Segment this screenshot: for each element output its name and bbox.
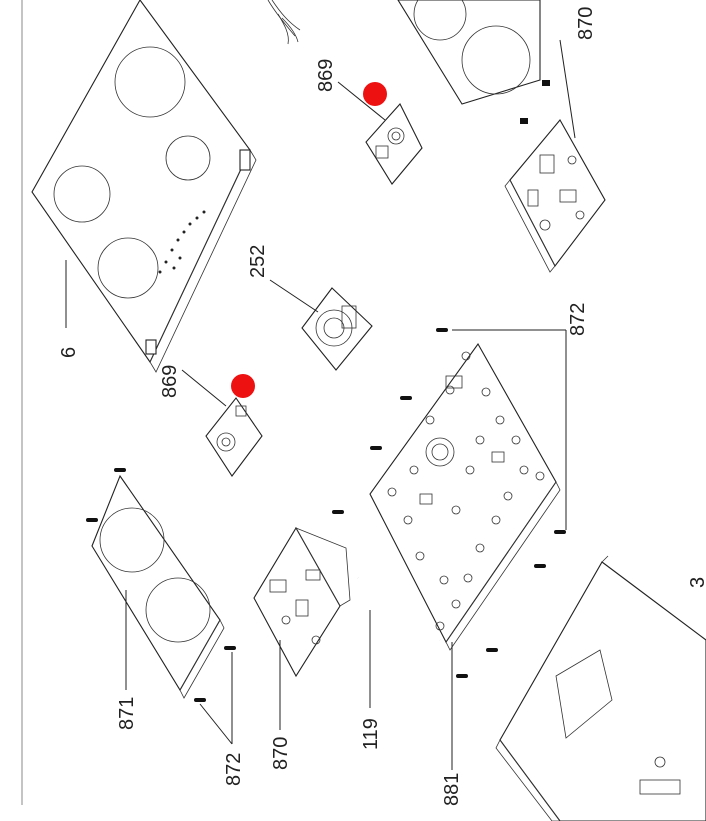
cooling-fan: 252 (247, 245, 373, 371)
label-power-board-left: 870 (270, 737, 292, 770)
label-control-board-top: 869 (315, 59, 337, 92)
power-cable: 119 (355, 576, 441, 750)
label-coil-plate-top: 870 (575, 7, 597, 40)
label-coil-plate-left: 871 (116, 697, 138, 730)
label-glass-top: 6 (58, 347, 80, 358)
control-board-upper: 869 (315, 59, 423, 185)
glass-ceramic-top: 6 (31, 0, 257, 373)
label-main-board: 881 (441, 773, 463, 806)
highlight-marker-left (231, 374, 255, 398)
label-cable: 119 (360, 718, 382, 750)
label-screws-left: 872 (223, 753, 245, 786)
coil-plate-lower: 871 872 (86, 468, 245, 786)
label-screws-right: 872 (567, 303, 589, 336)
power-board-lower: 870 (253, 526, 351, 770)
housing-tray: 3 (495, 555, 706, 821)
screws-right: 872 (332, 303, 589, 678)
coil-plate-upper (397, 0, 550, 124)
wire-bundle (267, 0, 301, 45)
highlight-marker-top (363, 82, 387, 106)
label-fan: 252 (247, 245, 269, 278)
control-board-lower: 869 (159, 365, 263, 477)
power-board-upper: 870 (504, 7, 606, 273)
label-control-board-left: 869 (159, 365, 181, 398)
touch-controls (158, 210, 206, 274)
label-edge-partial: 3 (687, 577, 706, 588)
main-board: 881 (369, 342, 561, 806)
